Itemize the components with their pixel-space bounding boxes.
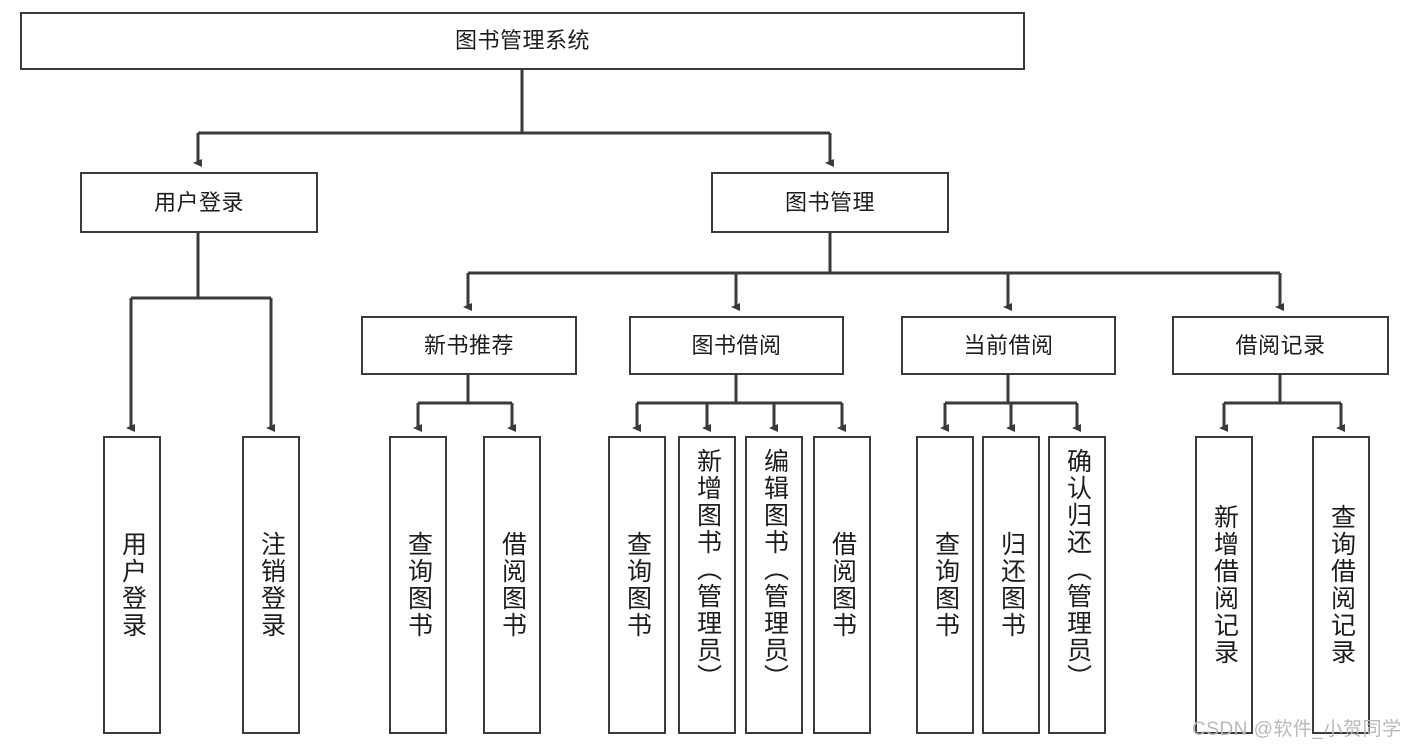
node-label: 查询借阅记录 [1327,504,1356,666]
leaf-current-borrow-confirm-return-admin[interactable]: 确认归还（管理员） [1048,436,1106,734]
node-root-book-management-system[interactable]: 图书管理系统 [20,12,1025,70]
leaf-new-book-borrow-books[interactable]: 借阅图书 [483,436,541,734]
node-current-borrow[interactable]: 当前借阅 [901,316,1116,375]
node-label: 当前借阅 [963,332,1054,358]
leaf-current-borrow-query-books[interactable]: 查询图书 [916,436,974,734]
node-label: 借阅记录 [1235,332,1326,358]
node-label: 查询图书 [623,531,652,639]
node-new-book-recommendation[interactable]: 新书推荐 [361,316,577,375]
node-label: 用户登录 [118,531,147,639]
node-borrow-records[interactable]: 借阅记录 [1172,316,1389,375]
leaf-book-borrow-add-book-admin[interactable]: 新增图书（管理员） [678,436,736,734]
node-label: 图书管理系统 [454,28,590,54]
node-label: 确认归还（管理员） [1063,448,1092,691]
node-label: 新增借阅记录 [1210,504,1239,666]
node-book-management[interactable]: 图书管理 [711,172,949,233]
node-label: 编辑图书（管理员） [760,448,789,691]
leaf-user-login-logout[interactable]: 注销登录 [242,436,300,734]
leaf-book-borrow-query-books[interactable]: 查询图书 [608,436,666,734]
node-label: 注销登录 [257,531,286,639]
leaf-book-borrow-edit-book-admin[interactable]: 编辑图书（管理员） [745,436,803,734]
leaf-new-book-query-books[interactable]: 查询图书 [389,436,447,734]
node-book-borrow[interactable]: 图书借阅 [629,316,844,375]
leaf-borrow-records-add-record[interactable]: 新增借阅记录 [1195,436,1253,734]
node-label: 查询图书 [404,531,433,639]
leaf-borrow-records-query-record[interactable]: 查询借阅记录 [1312,436,1370,734]
leaf-book-borrow-borrow-books[interactable]: 借阅图书 [813,436,871,734]
node-label: 用户登录 [153,189,244,215]
node-label: 新书推荐 [423,332,514,358]
node-label: 查询图书 [931,531,960,639]
csdn-watermark: CSDN @软件_小贺同学 [1192,719,1402,740]
node-label: 归还图书 [997,531,1026,639]
node-label: 借阅图书 [498,531,527,639]
leaf-current-borrow-return-books[interactable]: 归还图书 [982,436,1040,734]
node-label: 新增图书（管理员） [693,448,722,691]
node-label: 图书借阅 [691,332,782,358]
node-label: 借阅图书 [828,531,857,639]
leaf-user-login-login[interactable]: 用户登录 [103,436,161,734]
node-label: 图书管理 [784,189,875,215]
node-user-login[interactable]: 用户登录 [80,172,318,233]
